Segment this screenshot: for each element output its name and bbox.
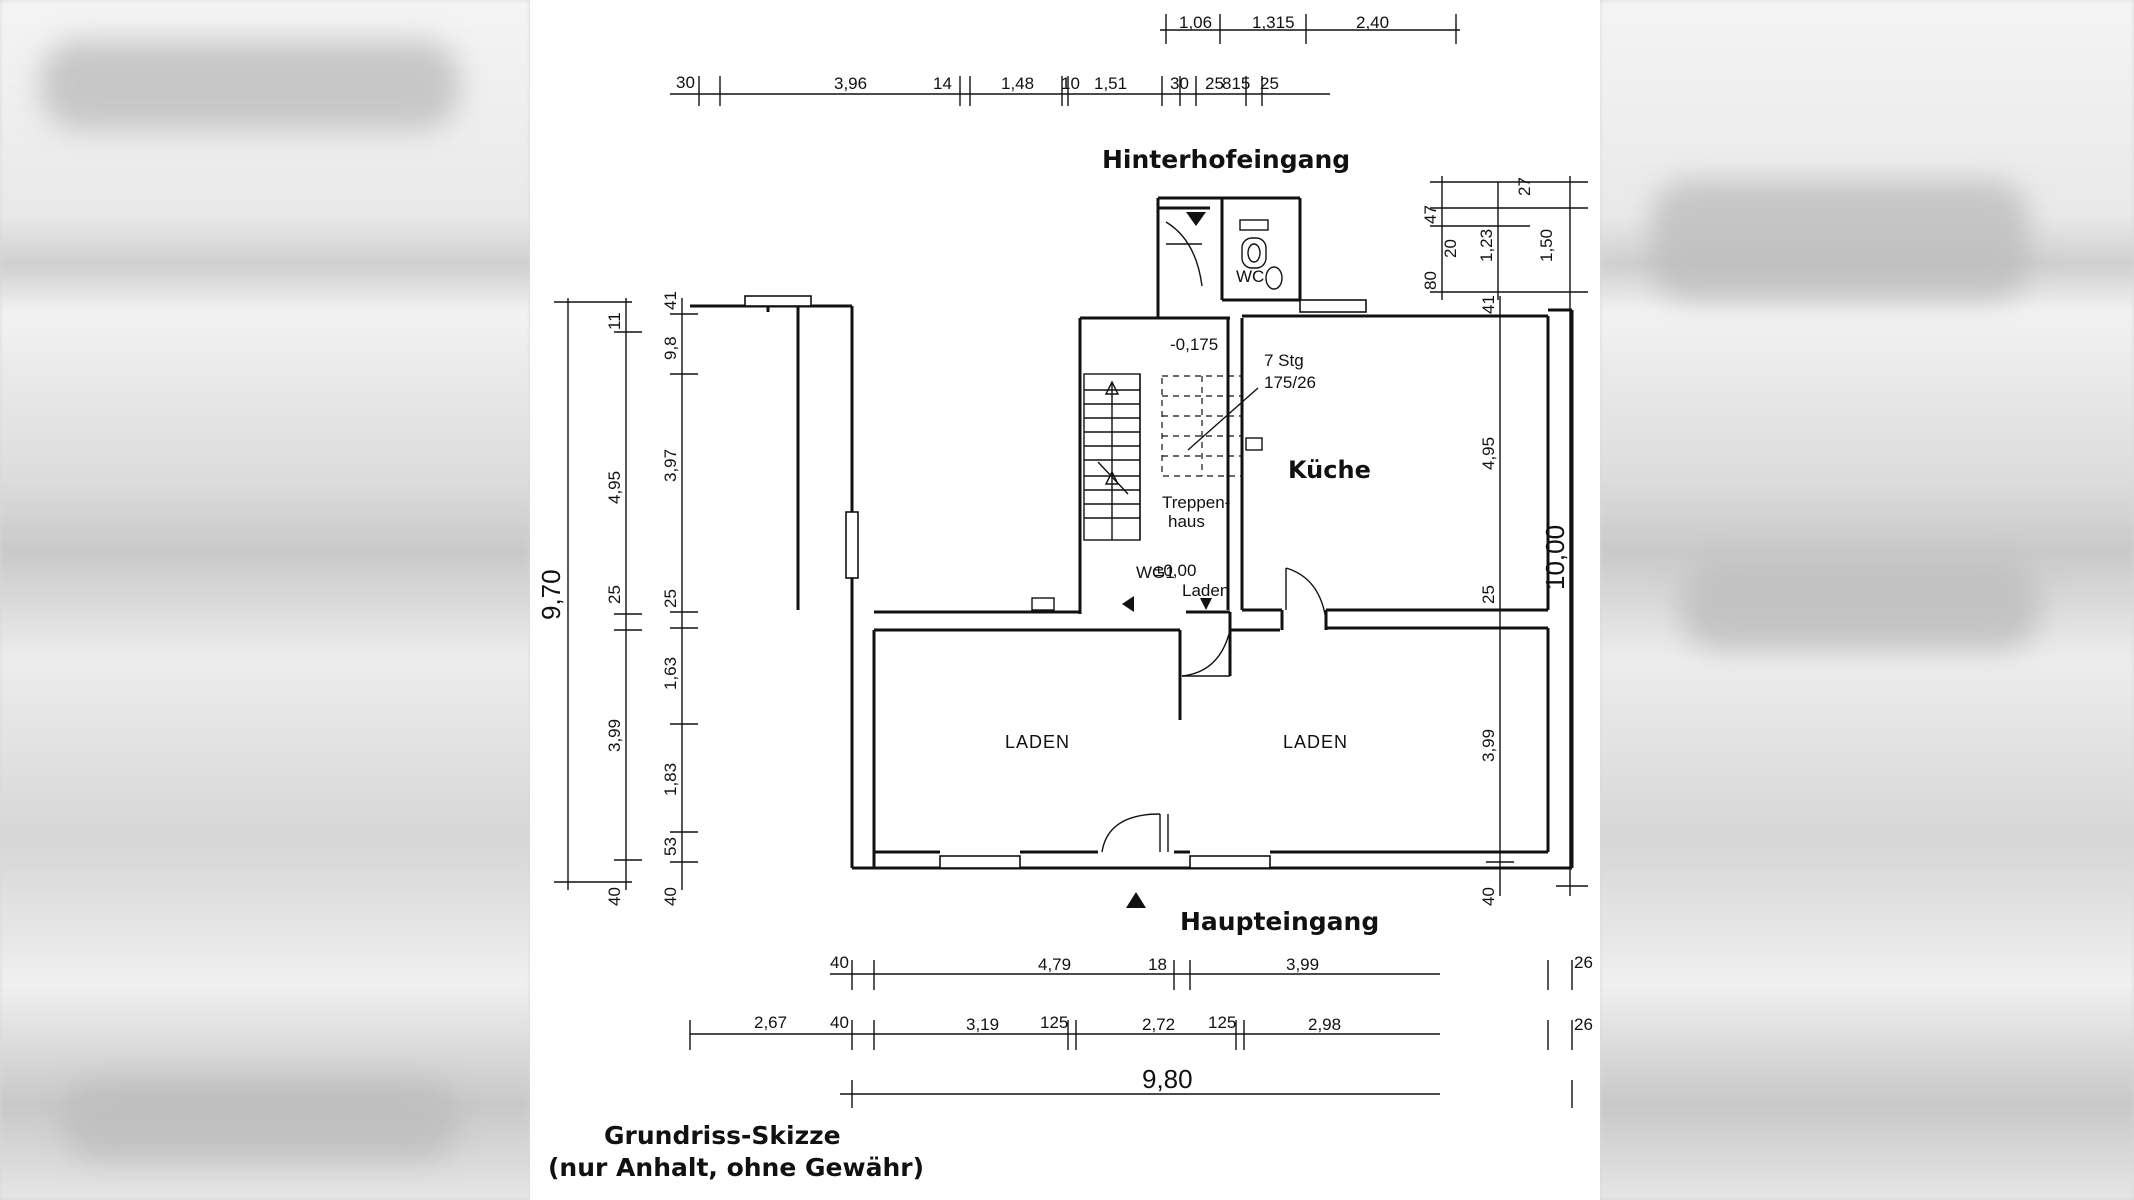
wg1-arrow-icon <box>1122 596 1134 612</box>
dim-label: 1,50 <box>1537 229 1556 262</box>
wc-label: WC <box>1236 267 1264 286</box>
top-dimension-chain-1: 1,06 1,315 2,40 <box>1160 13 1460 44</box>
caption-title: Grundriss-Skizze <box>604 1121 841 1150</box>
wc-fixtures <box>1239 219 1283 290</box>
dim-label: 10 <box>1061 74 1080 93</box>
window <box>939 855 1021 869</box>
dim-label: 2,67 <box>754 1013 787 1032</box>
floor-plan-sheet: 1,06 1,315 2,40 30 3,96 14 1,48 10 1,51 … <box>530 0 1600 1200</box>
dim-label: 125 <box>1040 1013 1068 1032</box>
kitchen-label: Küche <box>1288 456 1371 484</box>
caption-note: (nur Anhalt, ohne Gewähr) <box>548 1153 924 1182</box>
left-dimension-chains: 9,70 11 4,95 25 3,99 40 41 9,8 3,97 25 1… <box>536 291 698 906</box>
dim-label: 4,79 <box>1038 955 1071 974</box>
dim-label: 1,83 <box>661 763 680 796</box>
dim-label: 4,95 <box>1479 437 1498 470</box>
dim-label: 27 <box>1515 177 1534 196</box>
dim-label: 41 <box>661 291 680 310</box>
window <box>744 295 812 307</box>
dim-label: 25 <box>1205 74 1224 93</box>
stairs-count-label: 7 Stg <box>1264 351 1304 370</box>
dim-label: 3,19 <box>966 1015 999 1034</box>
left-total-dimension: 9,70 <box>536 569 566 620</box>
dim-label: 2,40 <box>1356 13 1389 32</box>
level-shop-label: Laden <box>1182 581 1229 600</box>
stairwell-label-line2: haus <box>1168 512 1205 531</box>
dim-label: 25 <box>1260 74 1279 93</box>
dim-label: 40 <box>1479 887 1498 906</box>
dim-label: 125 <box>1208 1013 1236 1032</box>
bottom-total-dimension-chain: 9,80 <box>840 1064 1573 1108</box>
dim-label: 14 <box>933 74 952 93</box>
building-walls <box>690 196 1574 870</box>
shop-right-label: LADEN <box>1283 732 1348 752</box>
stairwell-label-line1: Treppen- <box>1162 493 1230 512</box>
dim-label: 40 <box>605 887 624 906</box>
main-entrance-arrow-icon <box>1126 892 1146 908</box>
bottom-dimension-chain-2: 2,67 40 3,19 125 2,72 125 2,98 26 <box>689 1013 1593 1050</box>
dim-label: 1,23 <box>1477 229 1496 262</box>
blurred-background-left <box>0 0 530 1200</box>
dim-label: 2,72 <box>1142 1015 1175 1034</box>
main-entrance-label: Haupteingang <box>1180 907 1379 936</box>
shop-left-label: LADEN <box>1005 732 1070 752</box>
level-minus-label: -0,175 <box>1170 335 1218 354</box>
top-dimension-chain-2: 30 3,96 14 1,48 10 1,51 30 25 815 25 <box>670 73 1330 106</box>
stairs-ratio-label: 175/26 <box>1264 373 1316 392</box>
dim-label: 1,315 <box>1252 13 1295 32</box>
dim-label: 26 <box>1574 953 1593 972</box>
dim-label: 20 <box>1441 239 1460 258</box>
dim-label: 25 <box>1479 585 1498 604</box>
background-blur-shape <box>40 40 460 130</box>
dim-label: 40 <box>830 953 849 972</box>
staircase <box>1083 373 1263 541</box>
rear-entrance-arrow-icon <box>1186 212 1206 226</box>
bottom-dimension-chain-1: 40 4,79 18 3,99 26 <box>830 953 1593 990</box>
dim-label: 1,63 <box>661 657 680 690</box>
dim-label: 4,95 <box>605 471 624 504</box>
background-blur-shape <box>60 1080 460 1160</box>
dim-label: 30 <box>676 73 695 92</box>
dim-label: 3,99 <box>1479 729 1498 762</box>
dim-label: 25 <box>605 585 624 604</box>
right-total-dimension: 10,00 <box>1540 525 1570 590</box>
dim-label: 18 <box>1148 955 1167 974</box>
wg1-label: WG1 <box>1136 563 1175 582</box>
background-blur-shape <box>1650 180 2030 300</box>
dim-label: 3,96 <box>834 74 867 93</box>
dim-label: 815 <box>1222 74 1250 93</box>
dim-label: 80 <box>1421 271 1440 290</box>
rear-entrance-label: Hinterhofeingang <box>1102 145 1350 174</box>
dim-label: 40 <box>661 887 680 906</box>
dim-label: 1,06 <box>1179 13 1212 32</box>
dim-label: 11 <box>605 312 624 330</box>
dim-label: 41 <box>1479 295 1498 314</box>
level-zero-label: ±0,00 <box>1154 561 1196 580</box>
window <box>845 511 859 579</box>
dim-label: 1,51 <box>1094 74 1127 93</box>
background-blur-shape <box>1680 560 2040 650</box>
shop-arrow-icon <box>1200 598 1212 610</box>
window <box>1189 855 1271 869</box>
right-dimension-chains: 27 47 1,23 20 80 1,50 10,00 41 4,95 25 3… <box>1421 176 1588 906</box>
dim-label: 25 <box>661 589 680 608</box>
dim-label: 1,48 <box>1001 74 1034 93</box>
dim-label: 3,99 <box>1286 955 1319 974</box>
bottom-total-dimension: 9,80 <box>1142 1064 1193 1094</box>
dim-label: 26 <box>1574 1015 1593 1034</box>
dim-label: 47 <box>1421 205 1440 224</box>
dim-label: 2,98 <box>1308 1015 1341 1034</box>
dim-label: 9,8 <box>661 336 680 360</box>
dim-label: 30 <box>1170 74 1189 93</box>
dim-label: 3,97 <box>661 449 680 482</box>
doors <box>1031 221 1327 853</box>
dim-label: 40 <box>830 1013 849 1032</box>
dim-label: 3,99 <box>605 719 624 752</box>
dim-label: 53 <box>661 837 680 856</box>
window <box>1299 299 1367 313</box>
floor-plan-drawing: 1,06 1,315 2,40 30 3,96 14 1,48 10 1,51 … <box>536 13 1593 1182</box>
